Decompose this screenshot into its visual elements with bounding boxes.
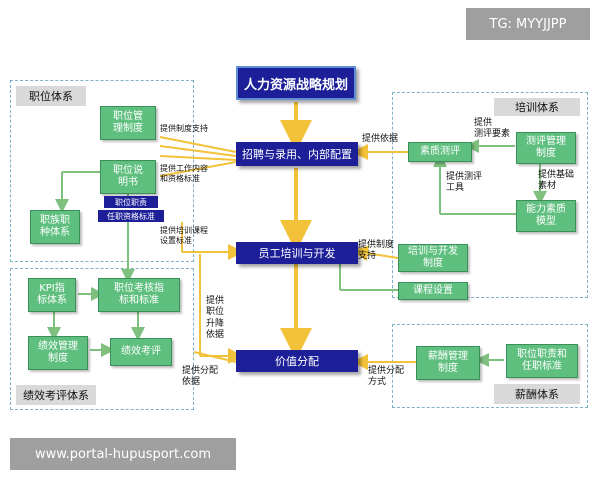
training-system-title: 培训体系: [494, 98, 580, 116]
label-distribution-basis-left: 提供分配 依据: [182, 366, 219, 388]
job-family-box: 职族职 种体系: [30, 210, 80, 244]
label-work-content: 提供工作内容 和资格标准: [160, 164, 208, 183]
label-system-support: 提供制度支持: [160, 124, 208, 133]
performance-evaluation-box: 绩效考评: [110, 338, 172, 366]
position-management-box: 职位管 理制度: [100, 106, 156, 140]
position-duty-tag: 职位职责: [104, 196, 158, 208]
label-eval-tools: 提供测评 工具: [446, 172, 483, 194]
quality-assessment-box: 素质测评: [408, 142, 472, 162]
label-base-material: 提供基础 素材: [538, 170, 575, 192]
label-course-standard: 提供培训课程 设置标准: [160, 226, 208, 245]
training-development-box: 培训与开发 制度: [398, 244, 468, 272]
label-distribution-method: 提供分配 方式: [368, 366, 405, 388]
recruitment-box: 招聘与录用、内部配置: [236, 142, 358, 166]
watermark-bottom: www.portal-hupusport.com: [10, 438, 236, 470]
training-system-group: [392, 92, 588, 298]
course-setting-box: 课程设置: [398, 282, 468, 300]
label-position-promotion: 提供 职位 升降 依据: [206, 296, 225, 340]
salary-management-box: 薪酬管理 制度: [416, 346, 480, 380]
hr-strategy-planning-box: 人力资源战略规划: [236, 66, 356, 100]
position-description-box: 职位说 明书: [100, 160, 156, 194]
performance-management-box: 绩效管理 制度: [28, 336, 88, 370]
competency-model-box: 能力素质 模型: [516, 200, 576, 232]
label-eval-elements: 提供 测评要素: [474, 118, 511, 140]
label-system-support-2: 提供制度 支持: [358, 240, 395, 262]
watermark-top: TG: MYYJJPP: [466, 8, 590, 40]
salary-system-title: 薪酬体系: [494, 384, 580, 404]
position-duty-standard-box: 职位职责和 任职标准: [506, 344, 578, 378]
performance-system-title: 绩效考评体系: [16, 385, 96, 405]
label-basis: 提供依据: [362, 134, 399, 144]
qualification-standard-tag: 任职资格标准: [98, 210, 164, 222]
position-system-title: 职位体系: [16, 86, 86, 106]
salary-system-group: [392, 324, 588, 408]
employee-training-box: 员工培训与开发: [236, 242, 358, 264]
performance-system-group: [10, 268, 194, 410]
value-distribution-box: 价值分配: [236, 350, 358, 372]
position-evaluation-standard-box: 职位考核指 标和标准: [98, 278, 180, 312]
position-system-group: [10, 80, 194, 262]
kpi-system-box: KPI指 标体系: [28, 278, 76, 312]
assessment-management-box: 测评管理 制度: [516, 132, 576, 164]
